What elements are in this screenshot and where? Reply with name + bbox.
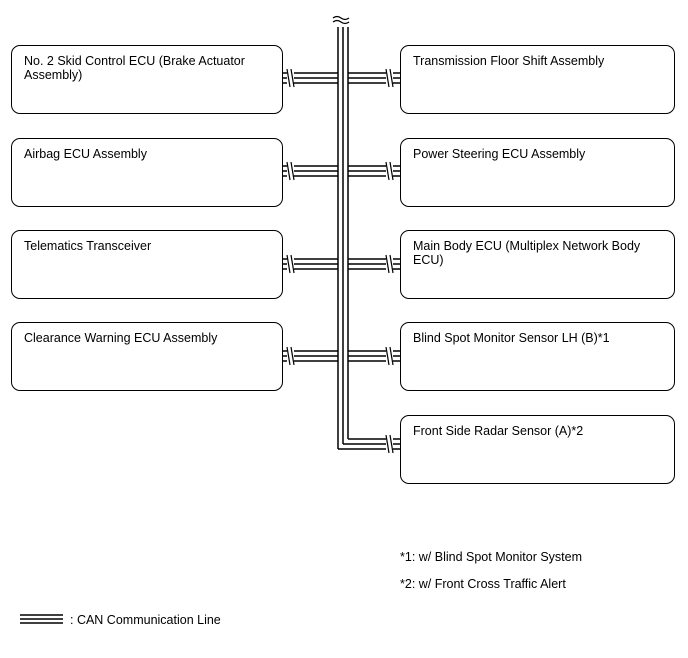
main-bus-trunk: [337, 27, 385, 450]
ecu-box-clearance-warning: Clearance Warning ECU Assembly: [11, 322, 283, 391]
ecu-box-blind-spot-monitor-lh: Blind Spot Monitor Sensor LH (B)*1: [400, 322, 675, 391]
bus-break-mark-top: [332, 15, 350, 25]
branch-row-3: [283, 258, 400, 270]
ecu-label: Clearance Warning ECU Assembly: [24, 331, 218, 345]
branch-row-4: [283, 350, 400, 362]
legend-label: : CAN Communication Line: [70, 613, 221, 627]
ecu-box-front-side-radar: Front Side Radar Sensor (A)*2: [400, 415, 675, 484]
ecu-box-power-steering: Power Steering ECU Assembly: [400, 138, 675, 207]
break-mark-left-1: [286, 68, 295, 88]
footnote-2: *2: w/ Front Cross Traffic Alert: [400, 577, 566, 591]
break-mark-left-3: [286, 254, 295, 274]
ecu-label: Power Steering ECU Assembly: [413, 147, 586, 161]
break-mark-right-3: [385, 254, 394, 274]
ecu-label: Front Side Radar Sensor (A)*2: [413, 424, 584, 438]
ecu-label: Blind Spot Monitor Sensor LH (B)*1: [413, 331, 610, 345]
ecu-box-transmission-floor-shift: Transmission Floor Shift Assembly: [400, 45, 675, 114]
break-mark-right-5: [385, 434, 394, 454]
ecu-label: Telematics Transceiver: [24, 239, 152, 253]
footnote-1: *1: w/ Blind Spot Monitor System: [400, 550, 583, 564]
break-mark-right-2: [385, 161, 394, 181]
break-mark-left-4: [286, 346, 295, 366]
ecu-box-main-body: Main Body ECU (Multiplex Network Body EC…: [400, 230, 675, 299]
break-marks: [286, 68, 394, 454]
break-mark-right-1: [385, 68, 394, 88]
ecu-label: No. 2 Skid Control ECU (Brake Actuator A…: [24, 54, 245, 82]
ecu-box-airbag: Airbag ECU Assembly: [11, 138, 283, 207]
branch-row-2: [283, 165, 400, 177]
ecu-box-telematics-transceiver: Telematics Transceiver: [11, 230, 283, 299]
ecu-label: Airbag ECU Assembly: [24, 147, 147, 161]
legend-can-line-symbol: [20, 614, 63, 624]
break-mark-left-2: [286, 161, 295, 181]
break-mark-right-4: [385, 346, 394, 366]
ecu-label: Transmission Floor Shift Assembly: [413, 54, 605, 68]
ecu-box-no2-skid-control: No. 2 Skid Control ECU (Brake Actuator A…: [11, 45, 283, 114]
branch-row-1: [283, 72, 400, 84]
ecu-label: Main Body ECU (Multiplex Network Body EC…: [413, 239, 641, 267]
